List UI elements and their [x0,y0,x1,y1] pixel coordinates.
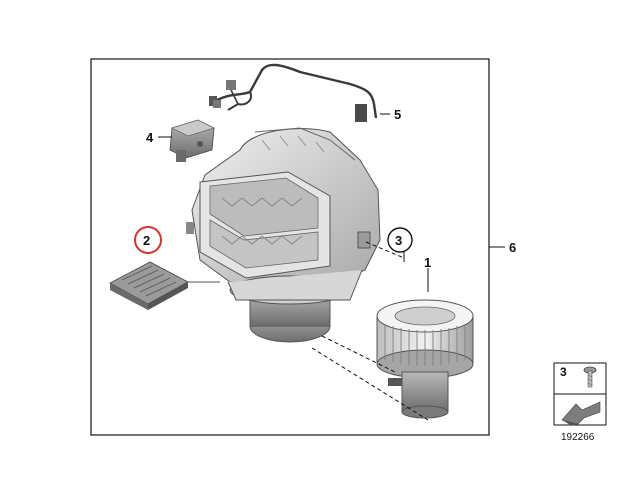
reference-number: 192266 [561,432,595,443]
callout-6: 6 [509,240,516,255]
callout-5: 5 [394,107,401,122]
screw-legend: 3 [553,362,607,426]
callout-4: 4 [146,130,154,145]
hand-pointer-icon [561,401,601,426]
callout-2-highlight [134,226,162,254]
callout-2: 2 [143,233,150,248]
resistor-module[interactable] [109,261,189,310]
wiring-harness[interactable] [209,63,378,122]
callout-1: 1 [424,255,431,270]
blower-housing[interactable] [186,127,381,343]
servo-actuator[interactable] [169,119,215,162]
blower-motor[interactable] [376,299,474,419]
harness-connector [355,104,367,122]
callout-3: 3 [395,233,402,248]
legend-number: 3 [560,365,567,379]
alignment-lines [311,241,429,421]
screw-icon [583,366,597,388]
callout-3-circle [387,227,413,253]
